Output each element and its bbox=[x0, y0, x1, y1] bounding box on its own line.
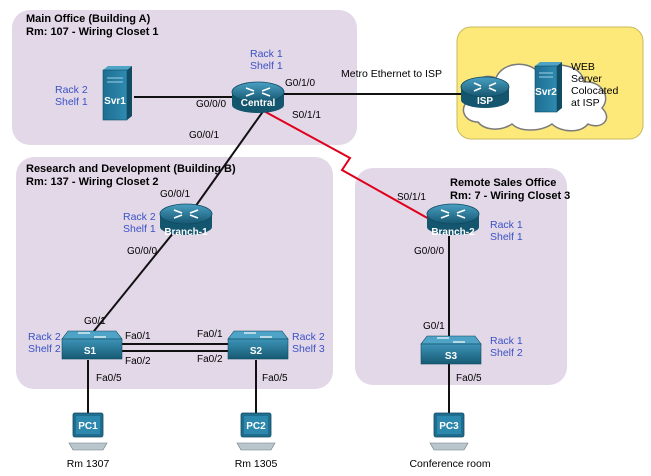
location-s1: Rack 2 Shelf 2 bbox=[28, 331, 61, 355]
pc2-room-label: Rm 1305 bbox=[235, 458, 278, 470]
region-remote-title: Remote Sales Office bbox=[450, 177, 556, 189]
pc-pc1[interactable]: PC1 bbox=[68, 412, 108, 451]
port-s2-fa01: Fa0/1 bbox=[197, 329, 223, 340]
router-branch2[interactable]: Branch-2 bbox=[426, 203, 480, 238]
port-central-g000: G0/0/0 bbox=[196, 99, 226, 110]
region-rnd-title: Research and Development (Building B) bbox=[26, 163, 236, 175]
device-label-pc3: PC3 bbox=[439, 421, 459, 432]
router-branch1[interactable]: Branch-1 bbox=[159, 203, 213, 238]
device-label-pc1: PC1 bbox=[78, 421, 98, 432]
port-s1-fa02: Fa0/2 bbox=[125, 356, 151, 367]
web-server-caption: WEB Server Colocated at ISP bbox=[571, 61, 618, 109]
region-remote-sales: Remote Sales Office Rm: 7 - Wiring Close… bbox=[355, 168, 570, 385]
svg-text:Shelf 1: Shelf 1 bbox=[55, 96, 88, 108]
svg-text:Rack 2: Rack 2 bbox=[292, 331, 325, 343]
svg-text:Rack 1: Rack 1 bbox=[490, 335, 523, 347]
router-arrows-icon bbox=[440, 209, 466, 219]
device-label-pc2: PC2 bbox=[246, 421, 266, 432]
location-branch1: Rack 2 Shelf 1 bbox=[123, 211, 156, 235]
device-label-s2: S2 bbox=[250, 346, 263, 357]
port-central-g001: G0/0/1 bbox=[189, 130, 219, 141]
serial-link-central-branch2 bbox=[261, 109, 439, 225]
pc-pc2[interactable]: PC2 bbox=[236, 412, 276, 451]
svg-text:WEB: WEB bbox=[571, 61, 595, 73]
svg-text:Shelf 1: Shelf 1 bbox=[123, 223, 156, 235]
region-remote-room: Rm: 7 - Wiring Closet 3 bbox=[450, 190, 570, 202]
svg-text:Server: Server bbox=[571, 73, 602, 85]
svg-text:Colocated: Colocated bbox=[571, 85, 618, 97]
location-s2: Rack 2 Shelf 3 bbox=[292, 331, 325, 355]
svg-text:at ISP: at ISP bbox=[571, 97, 600, 109]
device-label-svr1: Svr1 bbox=[104, 96, 126, 107]
port-s3-fa05: Fa0/5 bbox=[456, 373, 482, 384]
switch-s3[interactable]: S3 bbox=[420, 335, 482, 365]
port-s3-g01: G0/1 bbox=[423, 321, 445, 332]
device-label-central: Central bbox=[241, 98, 276, 109]
svg-text:Shelf 3: Shelf 3 bbox=[292, 343, 325, 355]
server-svr1[interactable]: Svr1 bbox=[102, 66, 132, 121]
svg-text:Shelf 1: Shelf 1 bbox=[250, 60, 283, 72]
pc1-room-label: Rm 1307 bbox=[67, 458, 110, 470]
svg-text:Rack 2: Rack 2 bbox=[123, 211, 156, 223]
svg-text:Rack 1: Rack 1 bbox=[250, 48, 283, 60]
router-arrows-icon bbox=[173, 209, 199, 219]
region-main-room: Rm: 107 - Wiring Closet 1 bbox=[26, 26, 159, 38]
switch-s1[interactable]: S1 bbox=[61, 330, 123, 360]
svg-text:Shelf 2: Shelf 2 bbox=[28, 343, 61, 355]
link-branch1-s1 bbox=[89, 231, 175, 337]
location-s3: Rack 1 Shelf 2 bbox=[490, 335, 523, 359]
location-central: Rack 1 Shelf 1 bbox=[250, 48, 283, 72]
svg-text:Shelf 1: Shelf 1 bbox=[490, 231, 523, 243]
port-s1-g01: G0/1 bbox=[84, 316, 106, 327]
links bbox=[87, 93, 470, 418]
switch-arrows-icon bbox=[78, 332, 106, 338]
link-central-branch1 bbox=[189, 109, 265, 215]
switch-s2[interactable]: S2 bbox=[227, 330, 289, 360]
region-main-title: Main Office (Building A) bbox=[26, 13, 151, 25]
location-branch2: Rack 1 Shelf 1 bbox=[490, 219, 523, 243]
router-central[interactable]: Central bbox=[231, 81, 285, 113]
router-arrows-icon bbox=[473, 82, 497, 92]
port-s1-fa05: Fa0/5 bbox=[96, 373, 122, 384]
port-branch2-s011: S0/1/1 bbox=[397, 192, 426, 203]
device-label-branch2: Branch-2 bbox=[431, 227, 475, 238]
pc-pc3[interactable]: PC3 bbox=[429, 412, 469, 451]
port-branch2-g000: G0/0/0 bbox=[414, 246, 444, 257]
pc3-room-label: Conference room bbox=[409, 458, 490, 470]
switch-arrows-icon bbox=[244, 332, 272, 338]
router-arrows-icon bbox=[245, 87, 271, 97]
device-label-s1: S1 bbox=[84, 346, 97, 357]
svg-text:Rack 2: Rack 2 bbox=[28, 331, 61, 343]
port-central-s011: S0/1/1 bbox=[292, 110, 321, 121]
svg-text:Rack 1: Rack 1 bbox=[490, 219, 523, 231]
device-label-isp: ISP bbox=[477, 96, 493, 107]
port-s2-fa05: Fa0/5 bbox=[262, 373, 288, 384]
device-label-branch1: Branch-1 bbox=[164, 227, 208, 238]
switch-arrows-icon bbox=[437, 337, 465, 343]
router-isp[interactable]: ISP bbox=[460, 76, 510, 108]
location-svr1: Rack 2 Shelf 1 bbox=[55, 84, 88, 108]
metro-ethernet-label: Metro Ethernet to ISP bbox=[341, 68, 442, 80]
port-branch1-g001: G0/0/1 bbox=[160, 189, 190, 200]
port-central-g010: G0/1/0 bbox=[285, 78, 315, 89]
server-svr2[interactable]: Svr2 bbox=[534, 62, 562, 113]
region-rnd-room: Rm: 137 - Wiring Closet 2 bbox=[26, 176, 159, 188]
port-s2-fa02: Fa0/2 bbox=[197, 354, 223, 365]
port-s1-fa01: Fa0/1 bbox=[125, 331, 151, 342]
device-label-s3: S3 bbox=[445, 351, 458, 362]
svg-text:Shelf 2: Shelf 2 bbox=[490, 347, 523, 359]
port-branch1-g000: G0/0/0 bbox=[127, 246, 157, 257]
svg-text:Rack 2: Rack 2 bbox=[55, 84, 88, 96]
device-label-svr2: Svr2 bbox=[535, 87, 557, 98]
